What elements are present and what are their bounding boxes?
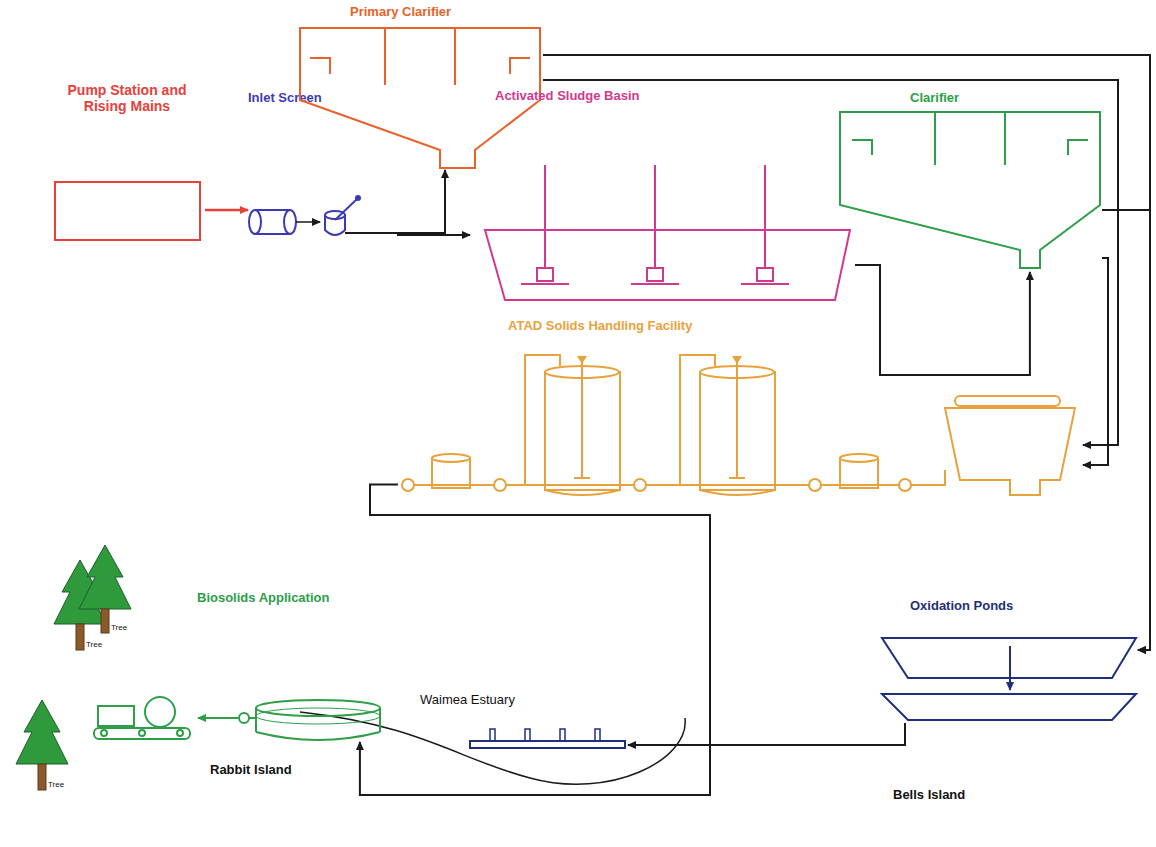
biosolids-tank: Biosolids Application	[195, 590, 385, 742]
node-label: Activated Sludge Basin	[495, 88, 639, 104]
node-outline	[248, 90, 398, 235]
node-outline	[298, 4, 543, 170]
node-label: Clarifier	[910, 90, 959, 106]
place-label: Bells Island	[893, 787, 965, 803]
node-outline	[398, 318, 1083, 503]
coastline	[300, 712, 685, 784]
node-label: Oxidation Ponds	[910, 598, 1013, 614]
tree-label: Tree	[86, 640, 102, 650]
flow-arrow	[398, 233, 470, 235]
inlet-screen: Inlet Screen	[248, 90, 398, 235]
node-label: Waimea Estuary	[420, 692, 515, 708]
tree-label: Tree	[48, 780, 64, 790]
place-label: Rabbit Island	[210, 762, 292, 778]
estuary-outfall: Waimea Estuary	[418, 692, 628, 752]
oxidation-ponds: Oxidation Ponds	[878, 598, 1138, 723]
secondary-clarifier: Clarifier	[838, 90, 1102, 272]
tree-symbol	[16, 545, 131, 790]
node-label: Primary Clarifier	[350, 4, 451, 20]
flow-arrow	[543, 80, 1118, 445]
tree-label: Tree	[111, 623, 127, 633]
node-label: Pump Station and Rising Mains	[62, 82, 192, 114]
atad-facility: ATAD Solids Handling Facility	[398, 318, 1083, 503]
flow-arrow	[855, 265, 1030, 375]
flow-arrow	[1083, 258, 1108, 465]
flow-arrow	[543, 55, 1150, 650]
flow-arrow	[628, 723, 905, 745]
node-outline	[878, 598, 1138, 723]
pump-station: Pump Station and Rising Mains	[50, 82, 205, 242]
node-label: Biosolids Application	[197, 590, 329, 606]
activated-sludge-basin: Activated Sludge Basin	[470, 88, 855, 303]
flow-arrow	[398, 170, 445, 233]
spreader-truck	[94, 697, 256, 739]
flow-arrow	[1102, 210, 1150, 650]
node-outline	[838, 90, 1102, 272]
node-outline	[470, 88, 855, 303]
flow-arrow	[205, 209, 248, 212]
primary-clarifier: Primary Clarifier	[298, 4, 543, 170]
node-label: ATAD Solids Handling Facility	[508, 318, 692, 334]
node-outline	[195, 590, 385, 742]
flow-arrow	[360, 485, 710, 796]
